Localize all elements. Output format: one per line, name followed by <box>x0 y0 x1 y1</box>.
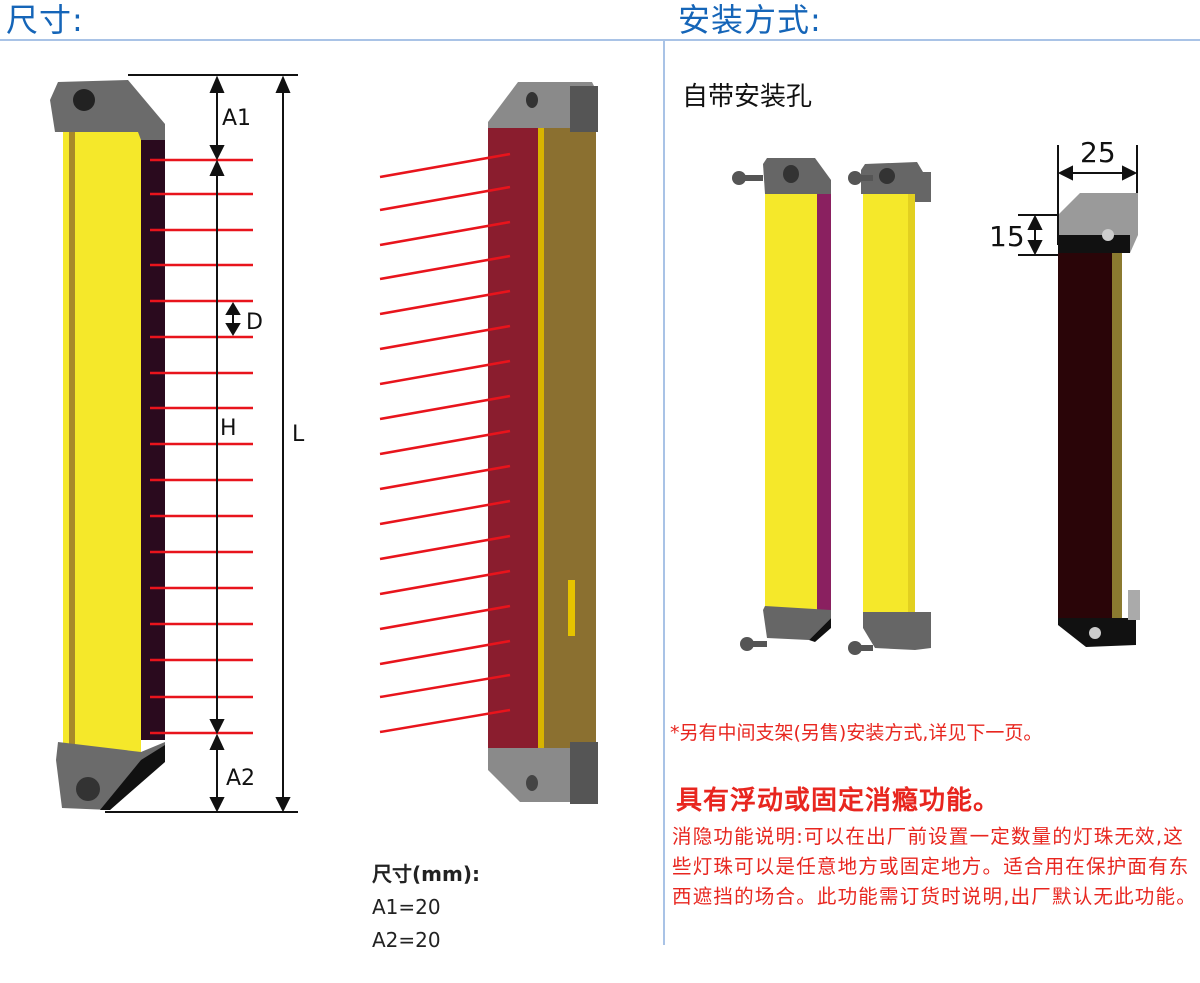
label-l: L <box>292 422 305 447</box>
perspective-diagram <box>379 82 598 804</box>
top-end-cap <box>861 162 931 202</box>
dimension-a2: A2=20 <box>372 928 441 952</box>
dimensions-heading: 尺寸(mm): <box>372 862 480 886</box>
middle-bracket-note: *另有中间支架(另售)安装方式,详见下一页。 <box>670 722 1043 744</box>
mounting-illustration <box>732 158 931 655</box>
blanking-feature-description: 消隐功能说明:可以在出厂前设置一定数量的灯珠无效,这些灯珠可以是任意地方或固定地… <box>672 825 1197 908</box>
width-label-25: 25 <box>1080 136 1116 169</box>
bottom-end-cap <box>488 748 596 802</box>
beam-lines <box>379 152 511 734</box>
dimensions-spec: 尺寸(mm): A1=20 A2=20 <box>372 858 480 957</box>
height-label-15: 15 <box>989 220 1025 253</box>
built-in-holes-heading: 自带安装孔 <box>682 82 813 112</box>
installation-title: 安装方式: <box>678 1 822 39</box>
top-end-cap <box>50 80 165 140</box>
bottom-end-cap <box>863 612 931 650</box>
dimensions-title: 尺寸: <box>6 1 84 39</box>
label-h: H <box>220 416 237 441</box>
bracket-dimension-diagram <box>1018 145 1140 647</box>
lens-front <box>488 128 538 748</box>
bottom-end-cap <box>763 606 831 640</box>
dimension-a1: A1=20 <box>372 895 441 919</box>
label-a1: A1 <box>222 106 252 131</box>
dimension-diagram <box>50 74 298 813</box>
header-divider <box>0 39 1200 41</box>
lens-face <box>1058 253 1116 618</box>
housing-front <box>63 132 141 752</box>
column-divider <box>663 40 665 945</box>
label-a2: A2 <box>226 766 256 791</box>
lens-side <box>141 140 165 740</box>
housing-side <box>544 128 596 748</box>
label-d: D <box>246 310 263 335</box>
top-end-cap <box>488 82 596 128</box>
blanking-feature-title: 具有浮动或固定消瘾功能。 <box>676 786 1001 816</box>
beam-lines <box>150 158 253 735</box>
